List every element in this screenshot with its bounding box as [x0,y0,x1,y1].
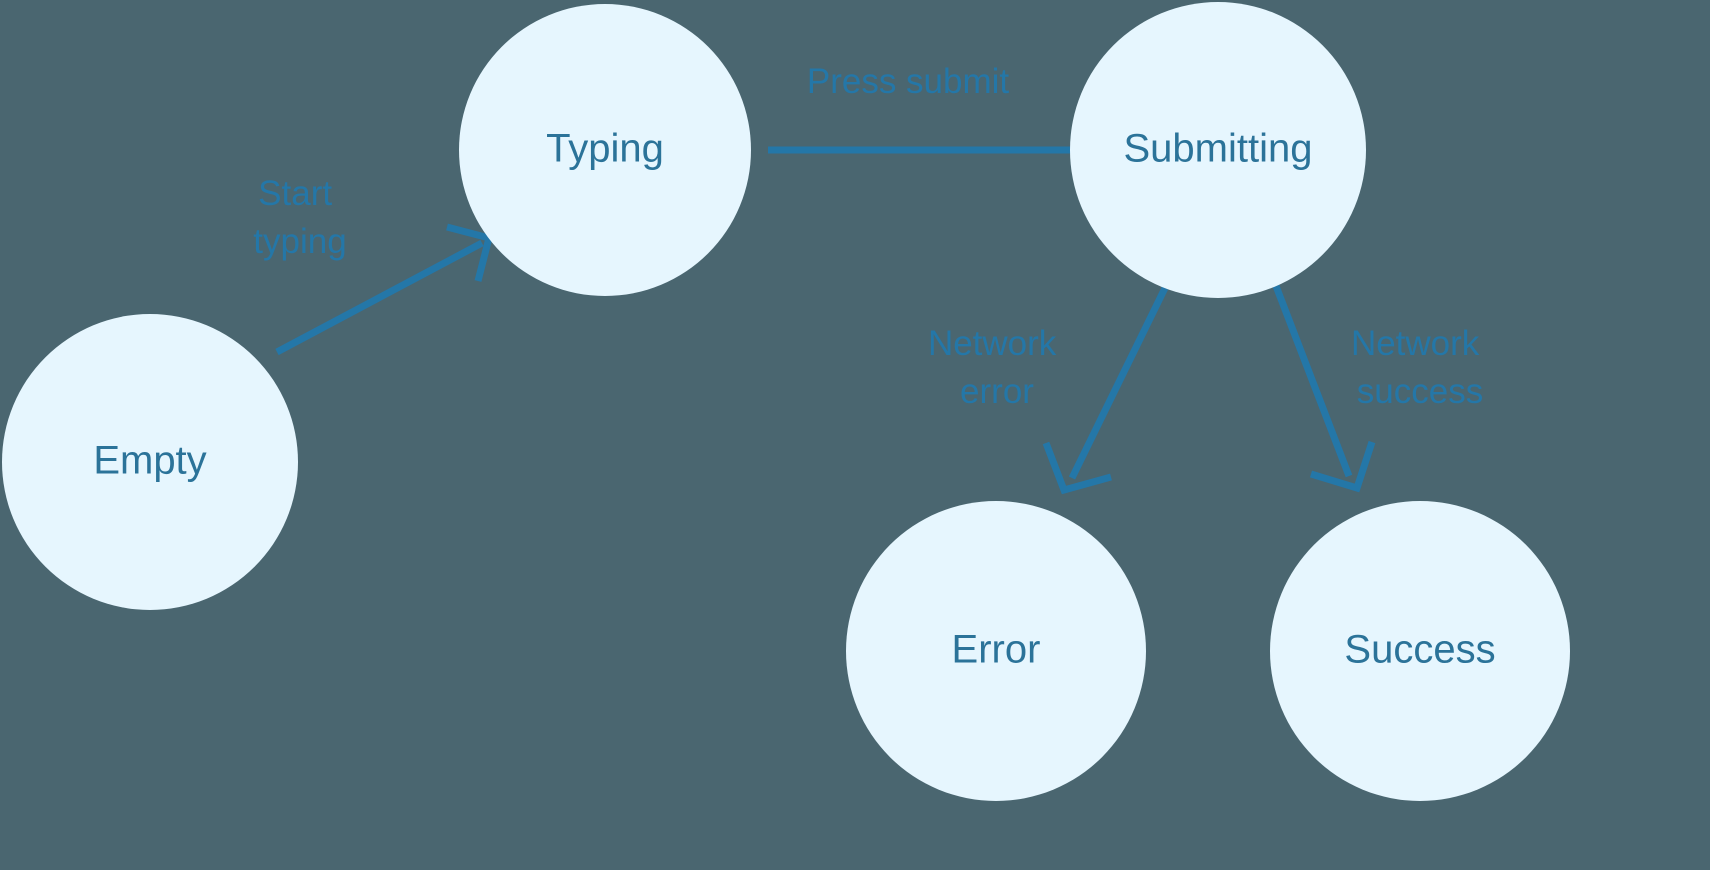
state-node-success[interactable]: Success [1270,501,1570,801]
state-node-submitting[interactable]: Submitting [1070,2,1366,298]
transition-submitting-to-success[interactable]: Network success [1272,284,1489,493]
transition-submitting-to-error-line [1068,286,1169,480]
state-node-typing[interactable]: Typing [459,4,751,296]
transition-label-line: success [1357,372,1483,411]
transition-submitting-to-success-label: Network success [1351,324,1489,411]
transition-submitting-to-error-arrowhead [1042,441,1112,495]
state-node-typing-circle [459,4,751,296]
state-node-success-label: Success [1344,628,1495,672]
state-node-empty-circle [2,314,298,610]
state-node-typing-label: Typing [546,127,664,171]
state-node-error[interactable]: Error [846,501,1146,801]
state-node-success-circle [1270,501,1570,801]
transition-label-line: Press submit [807,62,1010,101]
state-node-empty-label: Empty [93,439,206,483]
transition-label-line: Network [928,324,1057,363]
transition-submitting-to-error[interactable]: Network error [928,286,1169,495]
transition-submitting-to-success-line [1272,284,1353,478]
transition-submitting-to-error-label: Network error [928,324,1066,411]
state-node-error-label: Error [952,628,1041,672]
transition-empty-to-typing-line [275,239,484,356]
state-node-empty[interactable]: Empty [2,314,298,610]
transition-empty-to-typing-label: Start typing [253,174,346,261]
transition-label-line: Start [258,174,332,213]
state-node-error-circle [846,501,1146,801]
state-node-submitting-circle [1070,2,1366,298]
transition-submitting-to-success-arrowhead [1309,440,1376,493]
transition-empty-to-typing[interactable]: Start typing [253,174,494,356]
transition-typing-to-submitting-label: Press submit [807,62,1010,101]
transition-label-line: error [960,372,1034,411]
transition-label-line: Network [1351,324,1480,363]
state-node-submitting-label: Submitting [1124,127,1313,171]
transition-typing-to-submitting[interactable]: Press submit [768,62,1149,183]
transition-label-line: typing [253,222,346,261]
